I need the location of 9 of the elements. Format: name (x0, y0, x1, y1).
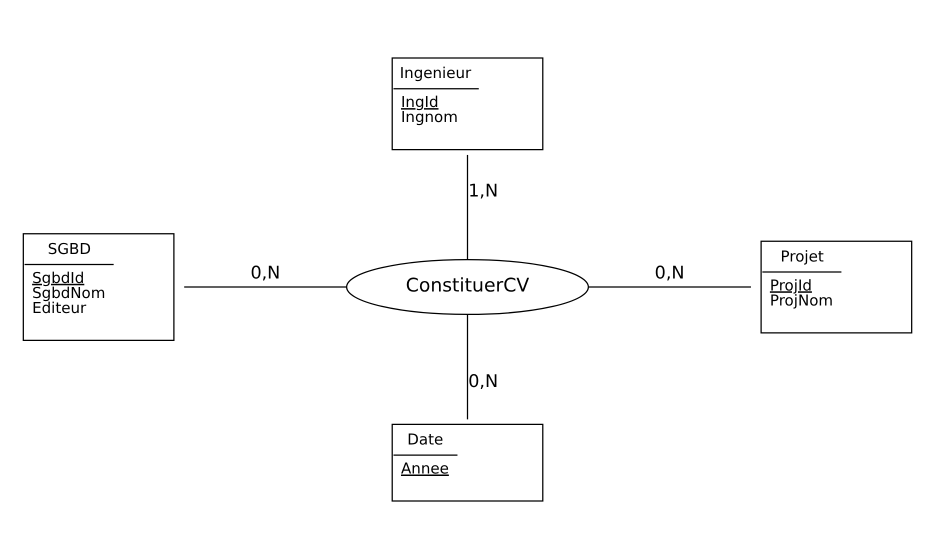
connector (466, 314, 468, 420)
connector (588, 286, 751, 288)
node-ellipse: ConstituerCV (346, 259, 589, 316)
connector (466, 154, 468, 260)
connector (184, 286, 347, 288)
edge-label: 1,N (468, 181, 498, 202)
edge-label: 0,N (250, 263, 280, 284)
edge-label: 0,N (468, 372, 498, 392)
edge-label: 0,N (654, 263, 685, 284)
